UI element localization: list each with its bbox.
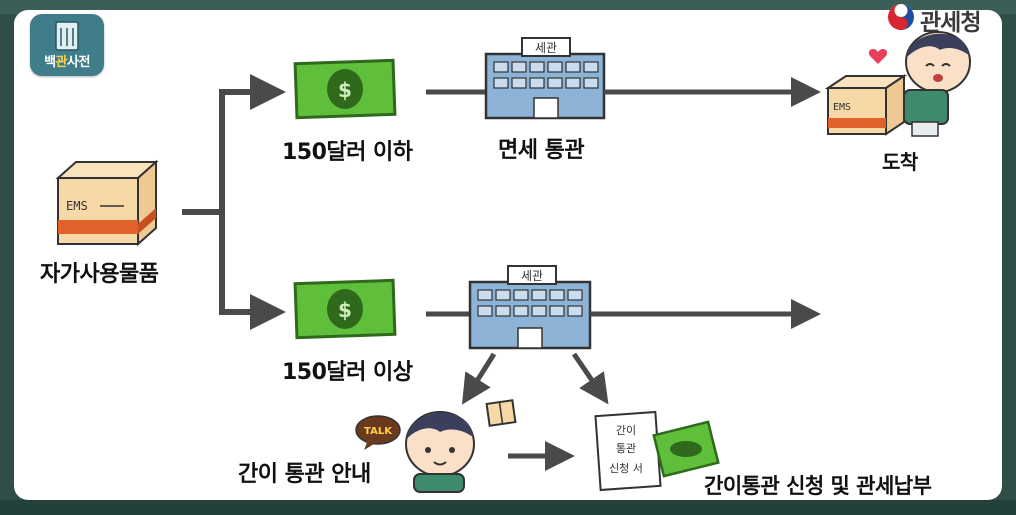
money-payment	[652, 420, 720, 478]
building-sign-lower: 세관	[521, 269, 543, 283]
arrival-label: 도착	[882, 150, 918, 174]
form-line-1: 간이	[616, 424, 636, 437]
branch-arrows	[182, 74, 286, 330]
arrow-to-guidance	[461, 352, 497, 405]
receiver-character: EMS	[824, 31, 971, 137]
small-package-icon	[485, 399, 517, 427]
talk-bubble-icon	[355, 415, 401, 445]
bottom-bar	[0, 500, 1016, 515]
application-form: 간이 통관 신청 서	[594, 410, 662, 492]
form-line-3: 신청 서	[609, 462, 643, 475]
money-lower: $	[293, 278, 397, 340]
brand-mark: 관세청	[884, 2, 1009, 36]
source-label: 자가사용물품	[40, 262, 159, 287]
heart-icon	[868, 49, 888, 64]
svg-text:$: $	[338, 298, 352, 322]
final-step-label: 간이통관 신청 및 관세납부	[704, 474, 932, 498]
dictionary-logo: 백관사전	[30, 14, 104, 76]
book-icon	[55, 21, 79, 51]
talk-bubble-text: TALK	[364, 426, 393, 437]
svg-text:$: $	[338, 78, 352, 102]
upper-process-label: 면세 통관	[498, 138, 585, 163]
customs-building-upper: 세관	[484, 37, 606, 120]
upper-condition-label: 150달러 이하	[282, 140, 413, 165]
form-line-2: 통관	[616, 442, 636, 455]
taegeuk-emblem	[888, 4, 914, 30]
guidance-character: TALK	[355, 399, 517, 493]
lower-condition-label: 150달러 이상	[282, 360, 413, 385]
ems-label: EMS	[66, 199, 88, 213]
ems-package-source: EMS	[55, 159, 159, 247]
brand-name: 관세청	[920, 10, 981, 36]
guidance-label: 간이 통관 안내	[238, 462, 371, 487]
building-sign-upper: 세관	[535, 41, 557, 55]
customs-building-lower: 세관	[468, 265, 592, 350]
arrow-to-application	[571, 352, 609, 405]
money-upper: $	[293, 58, 397, 120]
logo-label: 백관사전	[44, 55, 90, 70]
ems-label-received: EMS	[833, 102, 851, 113]
